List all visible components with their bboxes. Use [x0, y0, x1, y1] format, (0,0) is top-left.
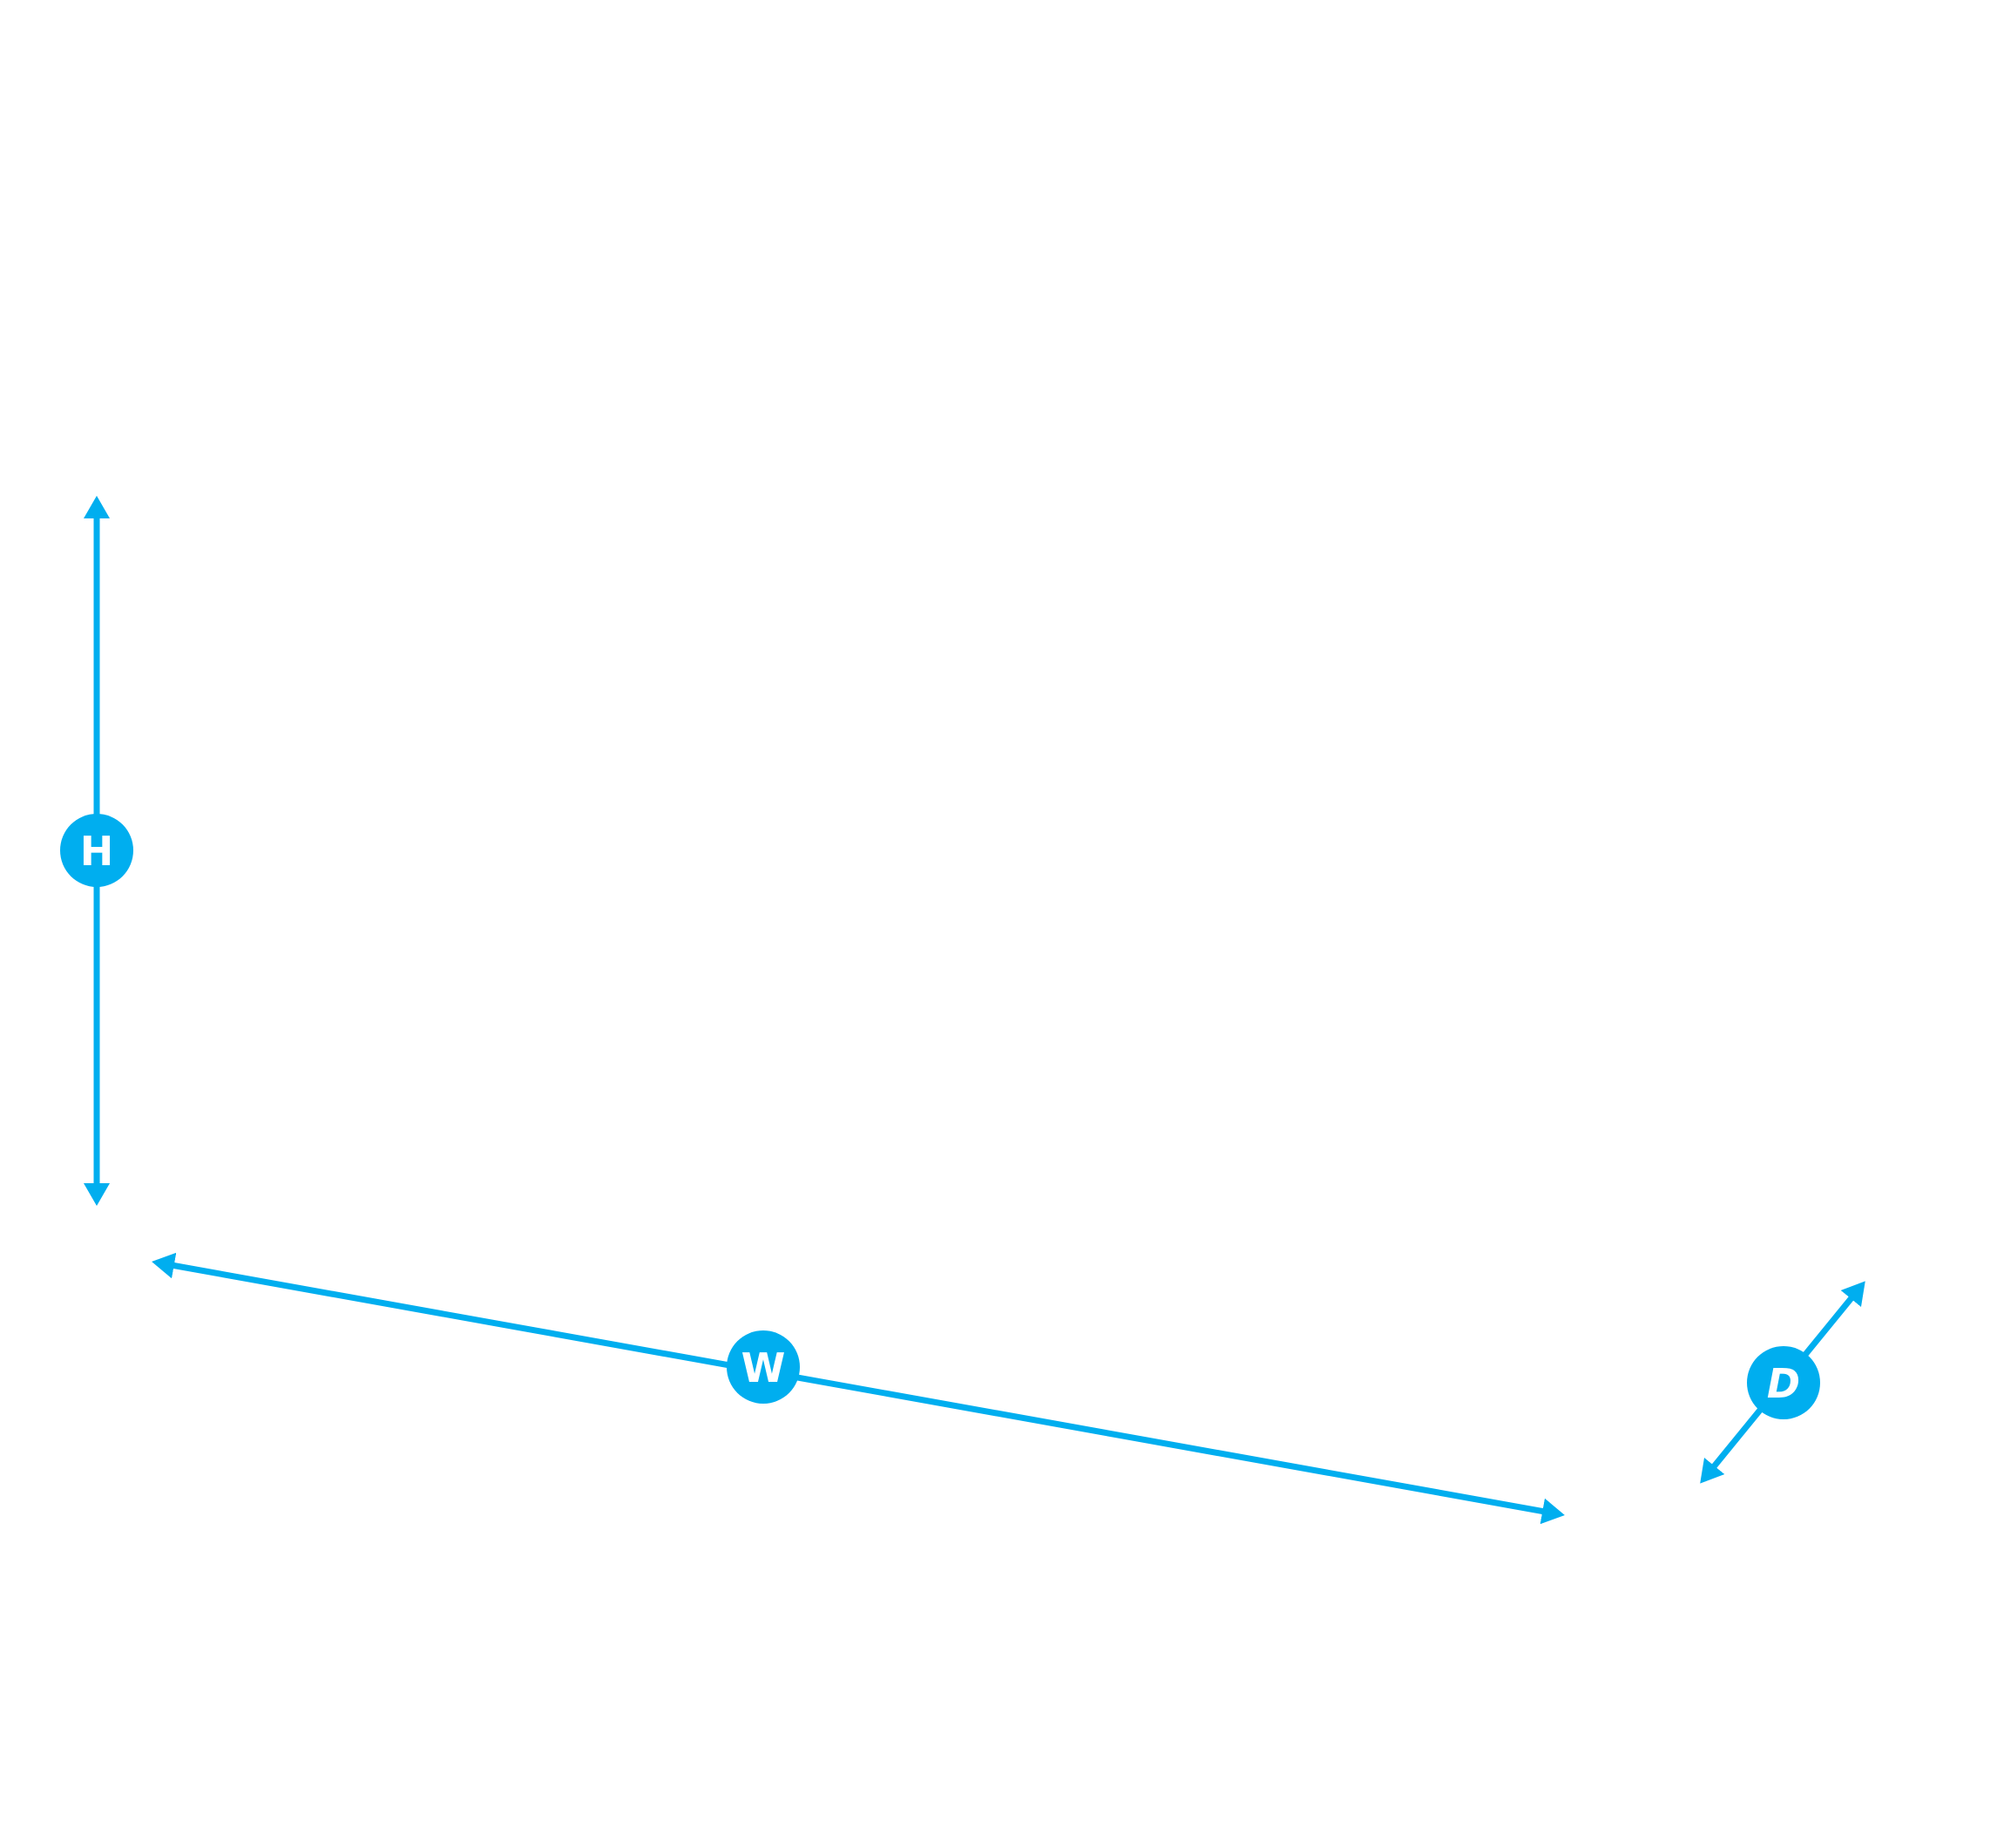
width-arrow-line — [152, 1252, 1565, 1525]
depth-badge — [1747, 1346, 1820, 1419]
width-dimension: W — [152, 1252, 1565, 1525]
height-badge — [60, 814, 133, 887]
width-label: W — [741, 1344, 786, 1391]
depth-label: D — [1767, 1360, 1800, 1407]
width-badge — [727, 1330, 800, 1404]
height-dimension: H — [60, 496, 133, 1206]
depth-dimension: D — [1700, 1281, 1865, 1484]
height-label: H — [80, 828, 114, 875]
